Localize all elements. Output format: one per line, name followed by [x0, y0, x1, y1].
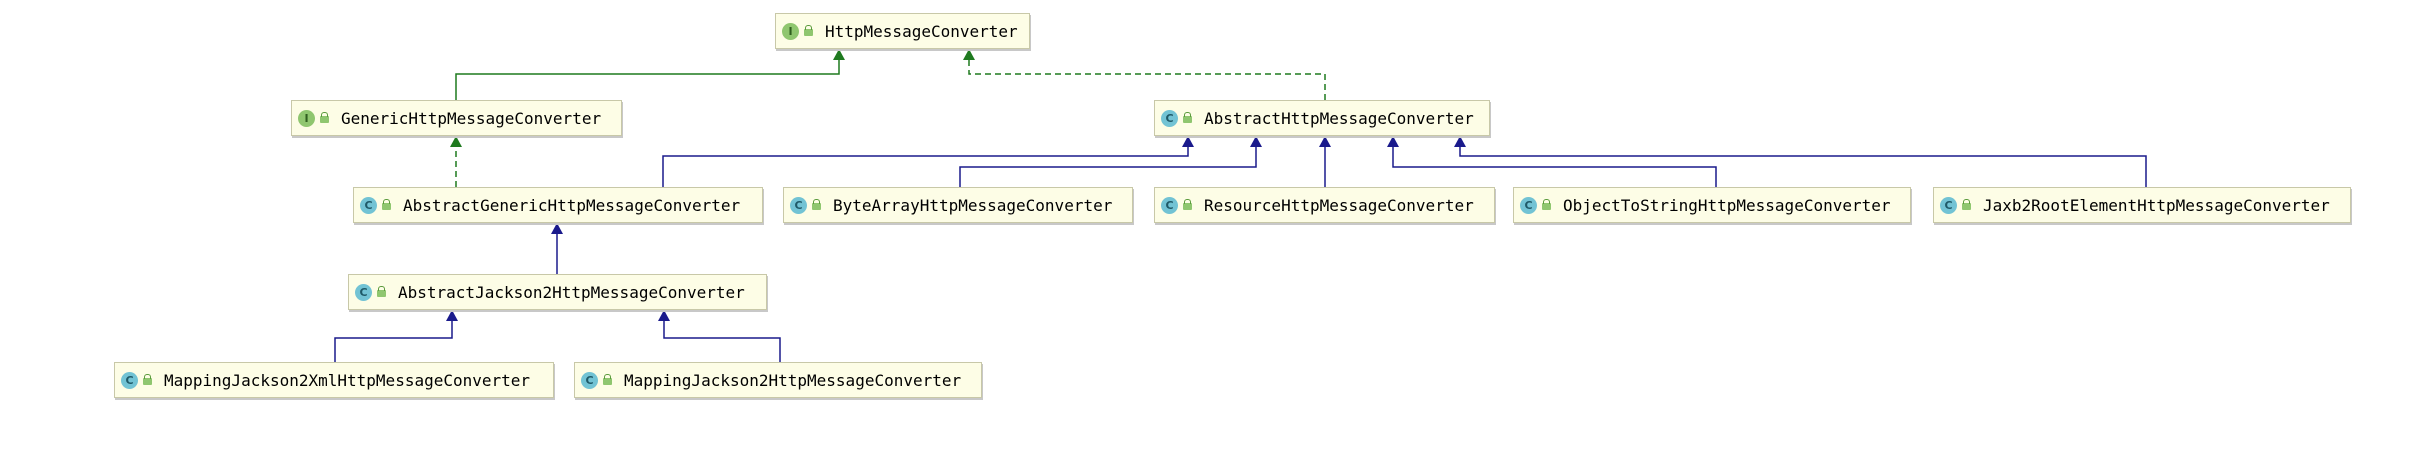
edge-jaxb2RootElementHttpMessageConverter-to-abstractHttpMessageConverter	[1454, 136, 2147, 187]
lock-icon	[143, 374, 152, 385]
arrowhead-icon	[446, 310, 458, 321]
lock-icon	[603, 374, 612, 385]
edge-abstractGenericHttpMessageConverter-to-abstractHttpMessageConverter	[662, 136, 1194, 187]
class-icon: C	[581, 371, 598, 389]
class-icon: C	[1161, 109, 1178, 127]
arrowhead-icon	[963, 49, 975, 60]
node-label: ObjectToStringHttpMessageConverter	[1563, 195, 1891, 215]
class-icon: C	[360, 196, 377, 214]
arrowhead-icon	[551, 223, 563, 234]
node-generic-http-message-converter[interactable]: I GenericHttpMessageConverter	[291, 100, 622, 136]
node-byte-array-http-message-converter[interactable]: C ByteArrayHttpMessageConverter	[783, 187, 1133, 223]
arrowhead-icon	[1387, 136, 1399, 147]
node-label: ResourceHttpMessageConverter	[1204, 195, 1474, 215]
arrowhead-icon	[658, 310, 670, 321]
node-jaxb2-root-element-http-message-converter[interactable]: C Jaxb2RootElementHttpMessageConverter	[1933, 187, 2351, 223]
class-icon: C	[790, 196, 807, 214]
edge-line	[663, 311, 781, 362]
edge-mappingJackson2XmlHttpMessageConverter-to-abstractJackson2HttpMessageConverter	[334, 310, 458, 362]
arrowhead-icon	[450, 136, 462, 147]
lock-icon	[1542, 199, 1551, 210]
class-icon: C	[1520, 196, 1537, 214]
class-icon: C	[1161, 196, 1178, 214]
node-label: AbstractGenericHttpMessageConverter	[403, 195, 741, 215]
arrowhead-icon	[1250, 136, 1262, 147]
arrowhead-icon	[1182, 136, 1194, 147]
lock-icon	[1962, 199, 1971, 210]
node-abstract-jackson2-http-message-converter[interactable]: C AbstractJackson2HttpMessageConverter	[348, 274, 767, 310]
node-label: HttpMessageConverter	[825, 21, 1018, 41]
edge-line	[334, 311, 453, 362]
interface-icon: I	[782, 22, 799, 40]
lock-icon	[377, 286, 386, 297]
lock-icon	[320, 112, 329, 123]
edge-abstractGenericHttpMessageConverter-to-genericHttpMessageConverter	[450, 136, 462, 187]
arrowhead-icon	[1319, 136, 1331, 147]
edge-objectToStringHttpMessageConverter-to-abstractHttpMessageConverter	[1387, 136, 1717, 187]
lock-icon	[812, 199, 821, 210]
node-label: Jaxb2RootElementHttpMessageConverter	[1983, 195, 2330, 215]
node-label: AbstractJackson2HttpMessageConverter	[398, 282, 745, 302]
node-mapping-jackson2-xml-http-message-converter[interactable]: C MappingJackson2XmlHttpMessageConverter	[114, 362, 554, 398]
class-icon: C	[355, 283, 372, 301]
node-label: GenericHttpMessageConverter	[341, 108, 602, 128]
node-label: AbstractHttpMessageConverter	[1204, 108, 1474, 128]
node-resource-http-message-converter[interactable]: C ResourceHttpMessageConverter	[1154, 187, 1495, 223]
edge-line	[662, 137, 1189, 187]
edge-mappingJackson2HttpMessageConverter-to-abstractJackson2HttpMessageConverter	[658, 310, 781, 362]
node-http-message-converter[interactable]: I HttpMessageConverter	[775, 13, 1030, 49]
edge-genericHttpMessageConverter-to-httpMessageConverter	[455, 49, 845, 100]
edge-line	[1459, 137, 2147, 187]
node-abstract-generic-http-message-converter[interactable]: C AbstractGenericHttpMessageConverter	[353, 187, 763, 223]
lock-icon	[1183, 112, 1192, 123]
arrowhead-icon	[833, 49, 845, 60]
edge-resourceHttpMessageConverter-to-abstractHttpMessageConverter	[1319, 136, 1331, 187]
lock-icon	[804, 25, 813, 36]
edge-abstractJackson2HttpMessageConverter-to-abstractGenericHttpMessageConverter	[551, 223, 563, 274]
class-icon: C	[1940, 196, 1957, 214]
node-label: MappingJackson2XmlHttpMessageConverter	[164, 370, 531, 390]
arrowhead-icon	[1454, 136, 1466, 147]
edge-byteArrayHttpMessageConverter-to-abstractHttpMessageConverter	[959, 136, 1262, 187]
edge-line	[1392, 137, 1717, 187]
edge-abstractHttpMessageConverter-to-httpMessageConverter	[963, 49, 1326, 100]
class-icon: C	[121, 371, 138, 389]
node-object-to-string-http-message-converter[interactable]: C ObjectToStringHttpMessageConverter	[1513, 187, 1911, 223]
node-label: MappingJackson2HttpMessageConverter	[624, 370, 962, 390]
node-mapping-jackson2-http-message-converter[interactable]: C MappingJackson2HttpMessageConverter	[574, 362, 982, 398]
lock-icon	[1183, 199, 1192, 210]
edge-line	[968, 50, 1326, 100]
edge-line	[959, 137, 1257, 187]
edge-line	[455, 50, 840, 100]
node-label: ByteArrayHttpMessageConverter	[833, 195, 1113, 215]
lock-icon	[382, 199, 391, 210]
node-abstract-http-message-converter[interactable]: C AbstractHttpMessageConverter	[1154, 100, 1490, 136]
interface-icon: I	[298, 109, 315, 127]
